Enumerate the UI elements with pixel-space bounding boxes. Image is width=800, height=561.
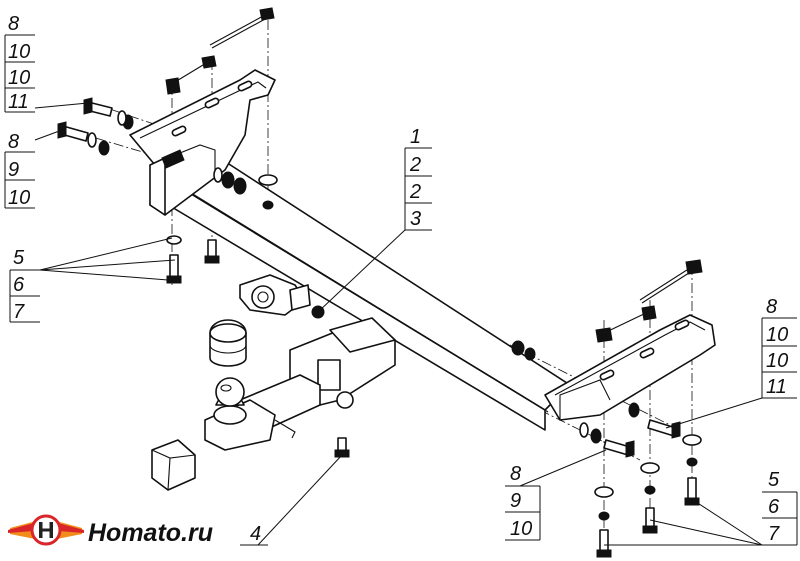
right-fasteners <box>311 259 703 558</box>
tow-ball-cap <box>209 319 247 367</box>
callout-label: 5 <box>13 247 25 269</box>
callout-stack-left-bottom: 5 6 7 <box>9 247 40 323</box>
callout-label: 11 <box>766 376 787 398</box>
tow-ball-mount <box>204 377 296 451</box>
callout-label: 1 <box>410 126 421 148</box>
callout-label: 10 <box>510 518 532 540</box>
callout-stack-top-left: 8 10 10 11 <box>4 13 35 113</box>
callout-label: 6 <box>768 496 780 518</box>
callout-label: 7 <box>768 523 780 545</box>
hitch-receiver <box>239 317 396 431</box>
callout-stack-center: 1 2 2 3 <box>405 126 432 231</box>
callout-part-4: 4 <box>240 523 268 546</box>
callout-label: 8 <box>510 463 521 485</box>
receiver-plug <box>151 439 196 491</box>
callout-label: 2 <box>409 181 421 203</box>
callout-stack-left-mid: 8 9 10 <box>4 131 35 209</box>
leader-lines <box>34 102 763 546</box>
callout-stack-right-top: 8 10 10 11 <box>761 296 797 399</box>
callout-label: 2 <box>409 154 421 176</box>
left-mounting-bracket <box>129 69 276 216</box>
callout-label: 11 <box>8 91 29 113</box>
socket-bracket <box>239 274 311 316</box>
callout-label: 10 <box>8 187 30 209</box>
logo-wordmark: Homato.ru <box>88 519 213 547</box>
right-mounting-bracket <box>544 314 716 421</box>
homato-logo: Homato.ru <box>8 514 213 547</box>
callout-label: 10 <box>8 67 30 89</box>
callout-label: 8 <box>766 296 777 318</box>
callout-label: 3 <box>410 208 421 230</box>
callout-label: 8 <box>8 13 19 35</box>
callout-label: 8 <box>8 131 19 153</box>
callout-label: 4 <box>250 523 261 545</box>
callout-label: 5 <box>768 469 780 491</box>
callout-label: 9 <box>8 159 19 181</box>
winged-h-emblem-icon <box>8 514 84 546</box>
callout-stack-right-bottom-a: 8 9 10 <box>505 463 541 541</box>
callout-label: 7 <box>13 301 25 323</box>
callout-stack-right-bottom-b: 5 6 7 <box>762 469 798 546</box>
callout-label: 10 <box>766 350 788 372</box>
callout-label: 9 <box>510 490 521 512</box>
callout-label: 6 <box>13 274 25 296</box>
callout-label: 10 <box>766 324 788 346</box>
callout-label: 10 <box>8 41 30 63</box>
